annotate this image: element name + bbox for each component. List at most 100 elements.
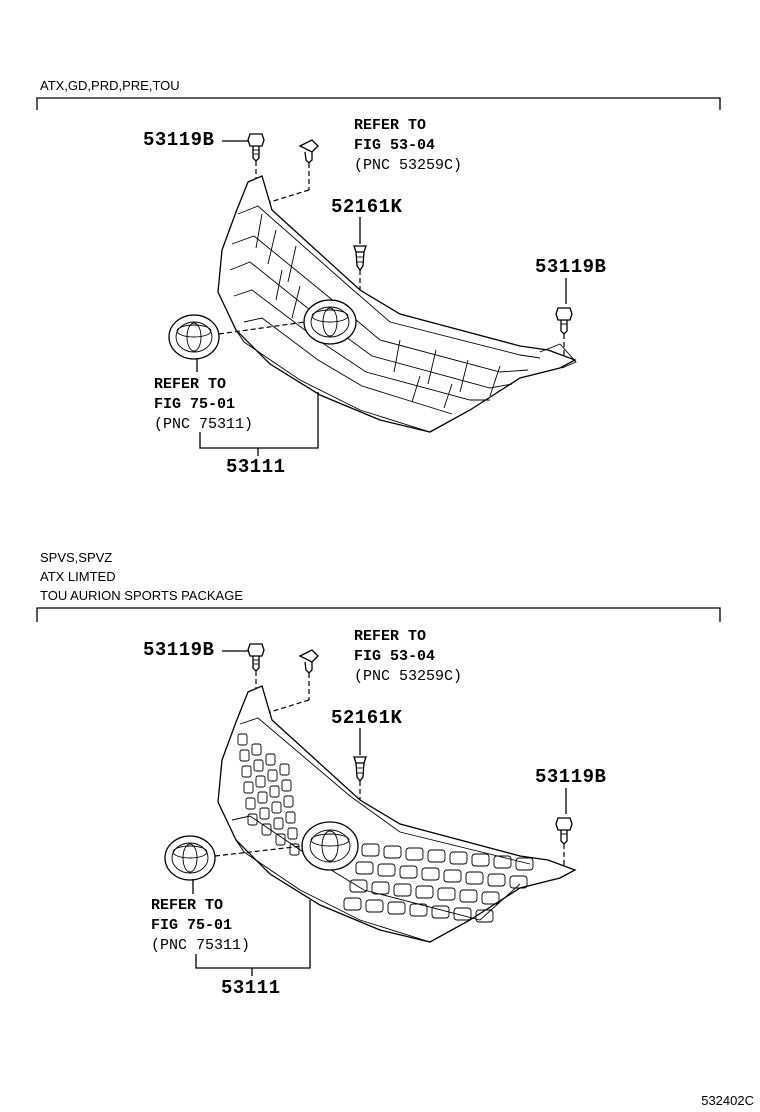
mesh-cell	[487, 873, 506, 887]
mesh-cell	[393, 883, 412, 897]
mesh-cell	[361, 843, 380, 857]
mesh-cell	[493, 855, 512, 869]
clip-icon	[298, 139, 319, 164]
mesh-cell	[261, 823, 272, 836]
center-clip-icon	[353, 245, 367, 272]
part-number-bolt-right: 53119B	[535, 766, 607, 788]
emblem-icon	[168, 314, 220, 360]
mesh-cell	[253, 759, 264, 772]
mesh-cell	[285, 811, 296, 824]
section-2-drawing	[36, 607, 721, 976]
mesh-cell	[465, 871, 484, 885]
refer-line: FIG 53-04	[354, 137, 436, 154]
refer-emblem-note: REFER TO FIG 75-01 (PNC 75311)	[154, 375, 253, 435]
mesh-cell	[279, 763, 290, 776]
mesh-cell	[371, 881, 390, 895]
mesh-cell	[257, 791, 268, 804]
mesh-cell	[383, 845, 402, 859]
clip-icon	[298, 649, 319, 674]
mesh-cell	[255, 775, 266, 788]
mesh-cell	[287, 827, 298, 840]
mesh-cell	[431, 905, 450, 919]
center-clip-icon	[353, 756, 367, 783]
refer-line: FIG 75-01	[154, 396, 236, 413]
mesh-cell	[267, 769, 278, 782]
mesh-cell	[281, 779, 292, 792]
mesh-cell	[273, 817, 284, 830]
mesh-cell	[289, 843, 300, 856]
mesh-cell	[275, 833, 286, 846]
refer-line: REFER TO	[151, 897, 224, 914]
refer-line: (PNC 75311)	[154, 416, 254, 433]
mesh-cell	[271, 801, 282, 814]
mesh-cell	[415, 885, 434, 899]
mesh-cell	[283, 795, 294, 808]
figure-id: 532402C	[701, 1093, 754, 1108]
mesh-cell	[269, 785, 280, 798]
clip-dash-h-2	[269, 699, 310, 713]
mesh-cell	[243, 781, 254, 794]
mesh-cell	[481, 891, 500, 905]
mesh-cell	[459, 889, 478, 903]
mesh-cell	[515, 857, 534, 871]
part-number-52161k: 52161K	[331, 196, 403, 218]
emblem-icon	[164, 835, 216, 881]
part-number-bolt-left: 53119B	[143, 129, 215, 151]
header-line: TOU AURION SPORTS PACKAGE	[40, 588, 243, 603]
mesh-cell	[265, 753, 276, 766]
mesh-cell	[239, 749, 250, 762]
leader-grille-2	[195, 900, 311, 969]
bolt-left-icon	[247, 643, 265, 672]
header-line: ATX LIMTED	[40, 569, 116, 584]
refer-line: (PNC 75311)	[151, 937, 251, 954]
mesh-cell	[399, 865, 418, 879]
mesh-cell	[245, 797, 256, 810]
mesh-cell	[471, 853, 490, 867]
mesh-cell	[437, 887, 456, 901]
section-2-header: SPVS,SPVZ ATX LIMTED TOU AURION SPORTS P…	[40, 550, 243, 604]
leader-grille	[199, 392, 319, 449]
section-2-bracket	[36, 607, 721, 622]
refer-line: (PNC 53259C)	[354, 668, 463, 685]
grille-horizontal-bars	[217, 175, 577, 433]
refer-line: REFER TO	[354, 628, 427, 645]
mesh-cell	[237, 733, 248, 746]
mesh-cells	[237, 733, 534, 923]
part-number-bolt-right: 53119B	[535, 256, 607, 278]
header-line: ATX,GD,PRD,PRE,TOU	[40, 78, 180, 93]
refer-line: FIG 53-04	[354, 648, 436, 665]
mesh-cell	[427, 849, 446, 863]
mesh-cell	[475, 909, 494, 923]
mesh-cell	[453, 907, 472, 921]
refer-line: REFER TO	[154, 376, 227, 393]
refer-line: (PNC 53259C)	[354, 157, 463, 174]
refer-line: FIG 75-01	[151, 917, 233, 934]
section-1-bracket	[36, 97, 721, 110]
refer-line: REFER TO	[354, 117, 427, 134]
refer-clip-note: REFER TO FIG 53-04 (PNC 53259C)	[354, 627, 462, 687]
emblem-dash-2	[214, 845, 304, 857]
mesh-cell	[509, 875, 528, 889]
mesh-cell	[421, 867, 440, 881]
refer-emblem-note: REFER TO FIG 75-01 (PNC 75311)	[151, 896, 250, 956]
bolt-right-icon	[555, 307, 573, 335]
part-number-bolt-left: 53119B	[143, 639, 215, 661]
mesh-cell	[247, 813, 258, 826]
mesh-cell	[365, 899, 384, 913]
mesh-cell	[259, 807, 270, 820]
mesh-cell	[343, 897, 362, 911]
bolt-right-icon	[555, 817, 573, 845]
section-1-header: ATX,GD,PRD,PRE,TOU	[40, 78, 180, 94]
emblem-dash	[218, 321, 306, 335]
mesh-cell	[349, 879, 368, 893]
refer-clip-note: REFER TO FIG 53-04 (PNC 53259C)	[354, 116, 462, 176]
clip-dash-h	[269, 189, 310, 203]
mesh-cell	[355, 861, 374, 875]
part-number-52161k: 52161K	[331, 707, 403, 729]
grille-emblem-2	[301, 821, 359, 871]
mesh-cell	[377, 863, 396, 877]
header-line: SPVS,SPVZ	[40, 550, 113, 565]
mesh-cell	[387, 901, 406, 915]
